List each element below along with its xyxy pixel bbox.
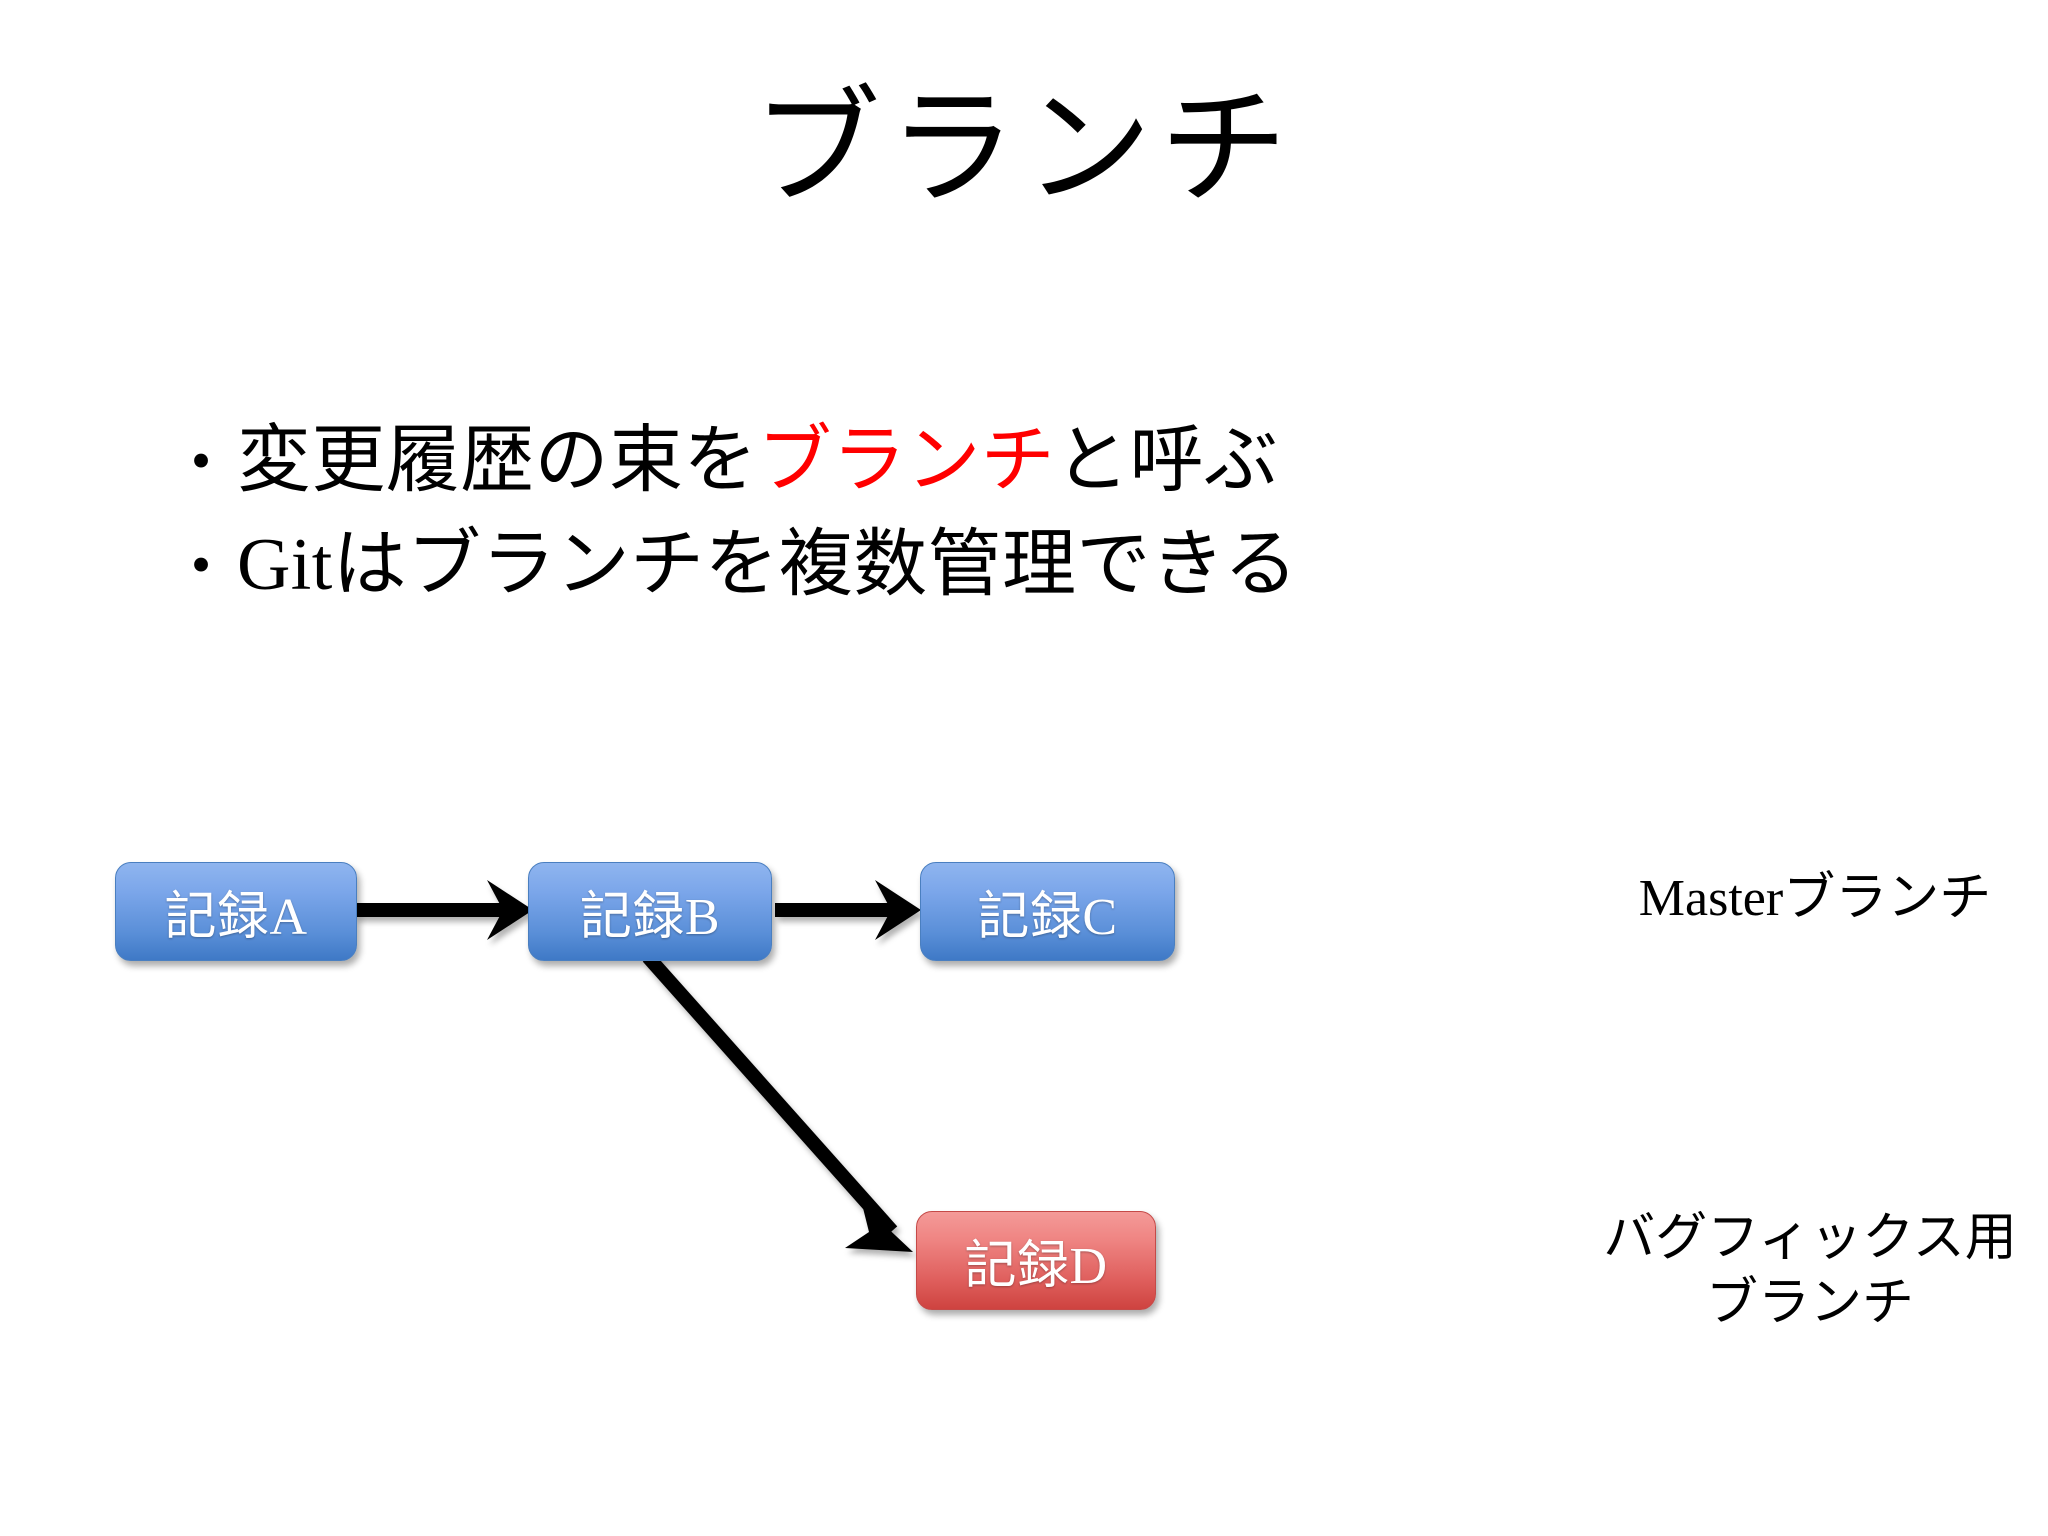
- node-record-c[interactable]: 記録C: [920, 862, 1175, 961]
- label-bugfix-branch: バグフィックス用 ブランチ: [1580, 1206, 2040, 1336]
- arrow-a-to-b: [355, 880, 533, 940]
- bullet-1-segment-accent: ブランチ: [757, 420, 1056, 502]
- node-record-d-label: 記録D: [964, 1238, 1108, 1295]
- list-item: • Gitはブランチを複数管理できる: [165, 519, 1665, 611]
- node-record-c-label: 記録C: [977, 889, 1118, 946]
- node-record-b[interactable]: 記録B: [528, 862, 772, 961]
- arrow-b-to-d: [642, 952, 913, 1252]
- page-title: ブランチ: [752, 78, 1296, 220]
- bullet-1-segment-3: と呼ぶ: [1055, 420, 1279, 502]
- bullet-1-segment-1: 変更履歴の束を: [237, 420, 758, 502]
- bullet-text-1: 変更履歴の束をブランチと呼ぶ: [237, 415, 1278, 507]
- label-master-branch: Masterブランチ: [1638, 870, 1992, 927]
- list-item: • 変更履歴の束をブランチと呼ぶ: [165, 415, 1665, 507]
- node-record-d[interactable]: 記録D: [916, 1211, 1156, 1310]
- label-bugfix-line-2: ブランチ: [1705, 1275, 1914, 1332]
- bullet-list: • 変更履歴の束をブランチと呼ぶ • Gitはブランチを複数管理できる: [165, 415, 1665, 623]
- node-record-a-label: 記録A: [164, 889, 308, 946]
- bullet-text-2: Gitはブランチを複数管理できる: [237, 524, 1298, 606]
- arrow-b-to-c: [775, 880, 921, 940]
- bullet-marker-icon: •: [190, 428, 212, 493]
- label-bugfix-line-1: バグフィックス用: [1603, 1210, 2017, 1267]
- bullet-marker-icon: •: [190, 532, 212, 597]
- node-record-b-label: 記録B: [579, 889, 721, 946]
- node-record-a[interactable]: 記録A: [115, 862, 357, 961]
